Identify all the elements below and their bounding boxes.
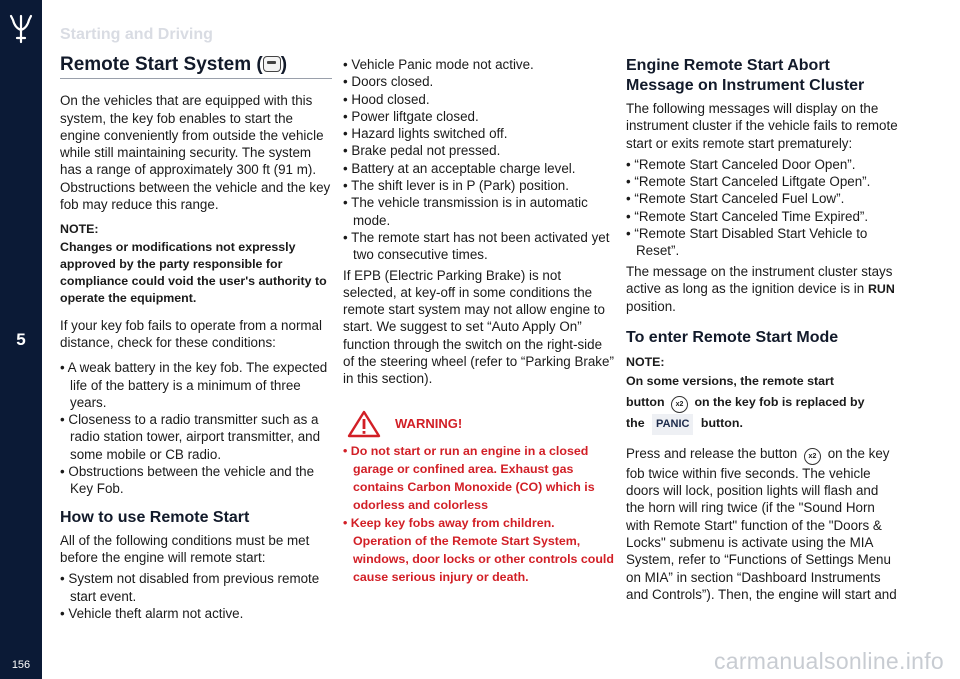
note-button-end: button. bbox=[700, 415, 743, 430]
list-item: • “Remote Start Canceled Fuel Low”. bbox=[626, 191, 845, 207]
remote-start-key-icon bbox=[262, 56, 281, 72]
chapter-number: 5 bbox=[16, 330, 26, 349]
conditions-list-continued: • Vehicle Panic mode not active. • Doors… bbox=[343, 56, 615, 264]
note-button-word: button bbox=[626, 394, 665, 409]
warning-item: • Keep key fobs away from children. Oper… bbox=[343, 515, 614, 584]
list-item: • “Remote Start Canceled Time Expired”. bbox=[626, 208, 869, 224]
list-item: • “Remote Start Canceled Door Open”. bbox=[626, 156, 856, 172]
press-paragraph: Press and release the button x2 on the k… bbox=[626, 445, 898, 603]
note-label: NOTE: bbox=[60, 222, 99, 237]
note-line: On some versions, the remote start bbox=[626, 373, 834, 388]
persist-text-end: position. bbox=[626, 299, 676, 315]
page-number: 156 bbox=[11, 659, 31, 671]
title-prefix: Remote Start System ( bbox=[60, 54, 263, 75]
list-item: • Battery at an acceptable charge level. bbox=[343, 160, 576, 176]
abort-heading: Engine Remote Start Abort Message on Ins… bbox=[626, 57, 865, 94]
warning-item: • Do not start or run an engine in a clo… bbox=[343, 443, 595, 512]
note-line: on the key fob is replaced by bbox=[694, 394, 865, 409]
warning-title: WARNING! bbox=[395, 415, 463, 431]
watermark: carmanualsonline.info bbox=[713, 648, 944, 674]
list-item: • The shift lever is in P (Park) positio… bbox=[343, 178, 569, 194]
persist-paragraph: The message on the instrument cluster st… bbox=[626, 263, 898, 316]
list-item: • “Remote Start Disabled Start Vehicle t… bbox=[626, 226, 868, 259]
list-item: • Vehicle Panic mode not active. bbox=[343, 57, 534, 72]
sidebar: 5 156 bbox=[0, 0, 42, 679]
x2-button-icon: x2 bbox=[670, 395, 688, 413]
how-list: • System not disabled from previous remo… bbox=[60, 570, 332, 622]
epb-paragraph: If EPB (Electric Parking Brake) is not s… bbox=[343, 267, 614, 387]
column-1: Remote Start System () On the vehicles t… bbox=[60, 54, 332, 629]
messages-list: • “Remote Start Canceled Door Open”. • “… bbox=[626, 156, 898, 260]
enter-heading: To enter Remote Start Mode bbox=[626, 328, 839, 346]
list-item: • Vehicle theft alarm not active. bbox=[60, 605, 244, 621]
list-item: • Obstructions between the vehicle and t… bbox=[60, 464, 315, 497]
trident-logo-icon bbox=[9, 14, 33, 44]
abort-intro: The following messages will display on t… bbox=[626, 101, 898, 151]
note-label: NOTE: bbox=[626, 354, 665, 369]
persist-text: The message on the instrument cluster st… bbox=[626, 263, 893, 296]
list-item: • The remote start has not been activate… bbox=[343, 229, 610, 263]
conditions-list: • A weak battery in the key fob. The exp… bbox=[60, 359, 332, 497]
list-item: • Hood closed. bbox=[343, 91, 430, 107]
warning-triangle-icon bbox=[347, 410, 381, 437]
intro-paragraph: On the vehicles that are equipped with t… bbox=[60, 93, 331, 213]
list-item: • Doors closed. bbox=[343, 74, 434, 90]
how-heading: How to use Remote Start bbox=[60, 508, 250, 526]
list-item: • System not disabled from previous remo… bbox=[60, 571, 320, 604]
press-text: Press and release the button bbox=[626, 445, 798, 461]
note-text: On some versions, the remote start butto… bbox=[626, 371, 898, 435]
run-label: RUN bbox=[867, 281, 895, 296]
page-title: Remote Start System () bbox=[60, 54, 332, 80]
column-2: • Vehicle Panic mode not active. • Doors… bbox=[343, 56, 615, 593]
list-item: • “Remote Start Canceled Liftgate Open”. bbox=[626, 174, 871, 190]
panic-label: PANIC bbox=[652, 413, 694, 435]
list-item: • Hazard lights switched off. bbox=[343, 126, 508, 142]
warning-header: WARNING! bbox=[343, 410, 615, 438]
list-item: • The vehicle transmission is in automat… bbox=[343, 195, 588, 228]
fail-intro: If your key fob fails to operate from a … bbox=[60, 317, 322, 350]
how-intro: All of the following conditions must be … bbox=[60, 532, 310, 565]
x2-button-icon: x2 bbox=[803, 447, 821, 465]
section-title: Starting and Driving bbox=[60, 26, 213, 43]
list-item: • Closeness to a radio transmitter such … bbox=[60, 412, 321, 462]
column-3: Engine Remote Start Abort Message on Ins… bbox=[626, 56, 898, 611]
note-text: Changes or modifications not expressly a… bbox=[60, 239, 327, 305]
list-item: • Power liftgate closed. bbox=[343, 108, 479, 124]
list-item: • Brake pedal not pressed. bbox=[343, 143, 501, 159]
warning-list: • Do not start or run an engine in a clo… bbox=[343, 442, 615, 586]
press-text-cont: on the key fob twice within five seconds… bbox=[626, 445, 897, 602]
list-item: • A weak battery in the key fob. The exp… bbox=[60, 360, 328, 410]
title-suffix: ) bbox=[280, 54, 288, 75]
note-the: the bbox=[626, 415, 645, 430]
